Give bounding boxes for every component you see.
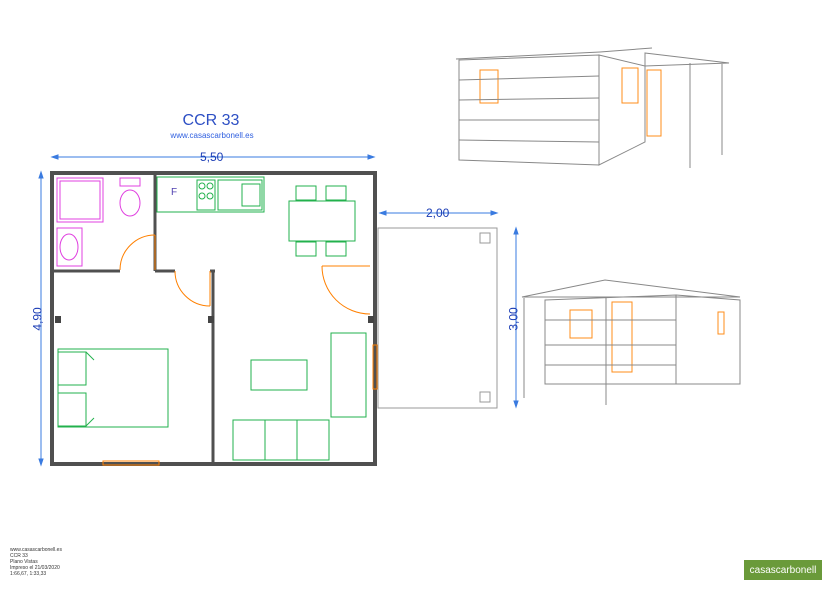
exterior-view-front [455,47,730,168]
fridge-label: F [171,187,178,198]
column [208,316,214,323]
footer-line: CCR 33 [10,553,28,559]
footer-line: Impreso el 21/03/2020 [10,565,60,571]
footer-line: www.casascarbonell.es [10,547,62,553]
porch [377,227,498,409]
dining-table [288,185,356,257]
footer-info: www.casascarbonell.es CCR 33 Plano Vista… [10,547,62,577]
kitchen [156,176,265,213]
width-dimension-label: 5,50 [200,150,224,164]
bed [57,348,169,428]
bathroom-fixtures [56,177,141,267]
walls [50,171,377,466]
footer-line: Plano Vistas [10,559,38,565]
living-furniture [232,332,367,461]
dimension-lines [38,154,519,467]
porch-depth-dimension-label: 3,00 [506,307,521,331]
column [368,316,374,323]
porch-width-dimension-label: 2,00 [426,206,450,220]
depth-dimension-label: 4,90 [30,307,45,331]
plan-title: CCR 33 [182,112,240,129]
plan-website[interactable]: www.casascarbonell.es [170,131,254,140]
column [55,316,61,323]
exterior-view-rear [521,279,741,405]
footer-line: 1:66,67, 1:33,33 [10,571,47,577]
company-logo: casascarbonell [744,560,822,580]
doors [102,234,378,466]
